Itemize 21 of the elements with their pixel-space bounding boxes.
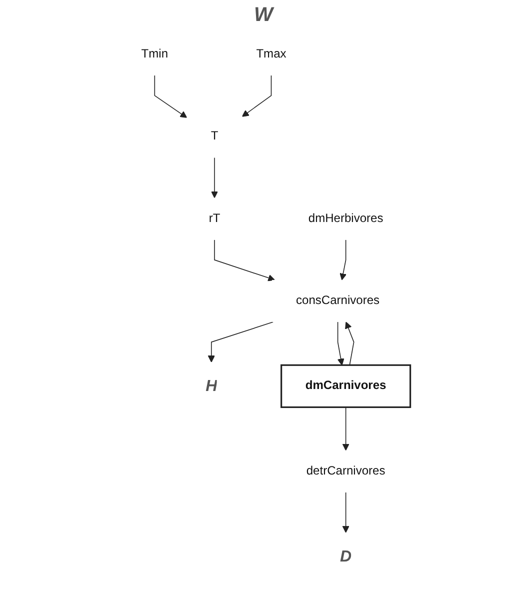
arrow [342, 406, 350, 451]
arrow [339, 239, 346, 280]
arrow [242, 75, 272, 117]
node-text: T [210, 129, 218, 143]
arrow [208, 322, 274, 362]
arrow [344, 322, 354, 366]
node-box: dmCarnivores [280, 364, 411, 408]
arrow [214, 239, 275, 282]
arrow [337, 322, 344, 366]
node-text: H [205, 377, 217, 395]
arrow [210, 157, 218, 198]
node-text: consCarnivores [296, 294, 380, 308]
node-text: D [340, 548, 352, 566]
arrow [154, 75, 187, 118]
node-text: detrCarnivores [306, 464, 385, 478]
node-text: rT [208, 211, 220, 226]
node-text: Tmax [256, 47, 286, 61]
arrow [342, 492, 350, 533]
node-text: Tmin [141, 47, 168, 61]
variable-label: W [254, 4, 273, 27]
node-text: dmHerbivores [308, 211, 383, 226]
